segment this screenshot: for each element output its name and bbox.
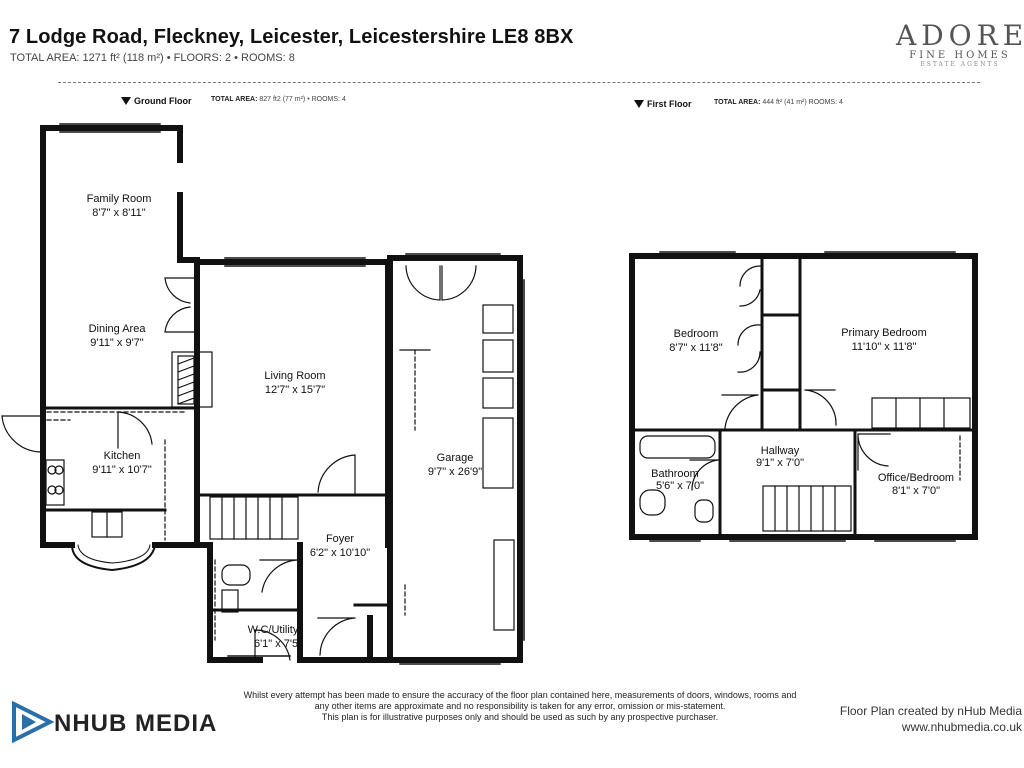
office-bedroom-label: Office/Bedroom	[878, 472, 954, 484]
agency-logo: ADORE FINE HOMES ESTATE AGENTS	[896, 19, 1024, 69]
ground-floor-plan: Family Room 8'7" x 8'11" Dining Area 9'1…	[1, 123, 525, 665]
bathroom-size: 5'6" x 7'0"	[656, 480, 704, 492]
first-floor-label: First Floor	[634, 99, 692, 109]
disclaimer-line-3: This plan is for illustrative purposes o…	[321, 712, 719, 722]
ground-floor-label: Ground Floor	[121, 96, 192, 106]
primary-bedroom-label: Primary Bedroom	[841, 327, 927, 339]
dining-area-label: Dining Area	[89, 323, 147, 335]
wc-utility-size: 6'1" x 7'5"	[254, 638, 302, 650]
credit-line: Floor Plan created by nHub Media	[839, 704, 1022, 718]
garage-size: 9'7" x 26'9"	[428, 466, 482, 478]
hallway-label: Hallway	[761, 445, 800, 457]
first-floor-plan: Bedroom 8'7" x 11'8" Primary Bedroom 11'…	[629, 251, 978, 542]
foyer-label: Foyer	[326, 533, 354, 545]
agency-logo-line3: ESTATE AGENTS	[920, 61, 1000, 68]
credit-url[interactable]: www.nhubmedia.co.uk	[901, 720, 1022, 734]
property-summary: TOTAL AREA: 1271 ft² (118 m²) • FLOORS: …	[10, 52, 295, 64]
nhub-logo-text: NHUB MEDIA	[54, 710, 218, 737]
living-room-size: 12'7" x 15'7"	[265, 384, 325, 396]
disclaimer: Whilst every attempt has been made to en…	[200, 690, 840, 723]
disclaimer-line-1: Whilst every attempt has been made to en…	[243, 690, 797, 700]
header-divider	[58, 82, 980, 83]
first-floor-area: TOTAL AREA: 444 ft² (41 m²) ROOMS: 4	[714, 99, 843, 106]
ground-floor-area: TOTAL AREA: 827 ft2 (77 m²) • ROOMS: 4	[211, 96, 346, 103]
nhub-logo-icon	[10, 700, 55, 749]
wc-utility-label: W.C/Utility	[248, 624, 299, 636]
property-address: 7 Lodge Road, Fleckney, Leicester, Leice…	[9, 26, 574, 48]
kitchen-label: Kitchen	[104, 450, 141, 462]
disclaimer-line-2: any other items are approximate and no r…	[314, 701, 726, 711]
triangle-down-icon	[634, 100, 644, 108]
bedroom-label: Bedroom	[674, 328, 719, 340]
foyer-size: 6'2" x 10'10"	[310, 547, 370, 559]
primary-bedroom-size: 11'10" x 11'8"	[852, 341, 917, 353]
family-room-size: 8'7" x 8'11"	[92, 207, 145, 219]
agency-logo-name: ADORE	[896, 19, 1024, 52]
kitchen-size: 9'11" x 10'7"	[92, 464, 152, 476]
garage-label: Garage	[437, 452, 474, 464]
bedroom-size: 8'7" x 11'8"	[669, 342, 722, 354]
family-room-label: Family Room	[87, 193, 152, 205]
triangle-down-icon	[121, 97, 131, 105]
agency-logo-line2: FINE HOMES	[909, 50, 1011, 61]
dining-area-size: 9'11" x 9'7"	[90, 337, 143, 349]
living-room-label: Living Room	[264, 370, 325, 382]
credit: Floor Plan created by nHub Media www.nhu…	[840, 703, 1022, 735]
bathroom-label: Bathroom	[651, 468, 699, 480]
office-bedroom-size: 8'1" x 7'0"	[892, 485, 940, 497]
hallway-size: 9'1" x 7'0"	[756, 457, 804, 469]
